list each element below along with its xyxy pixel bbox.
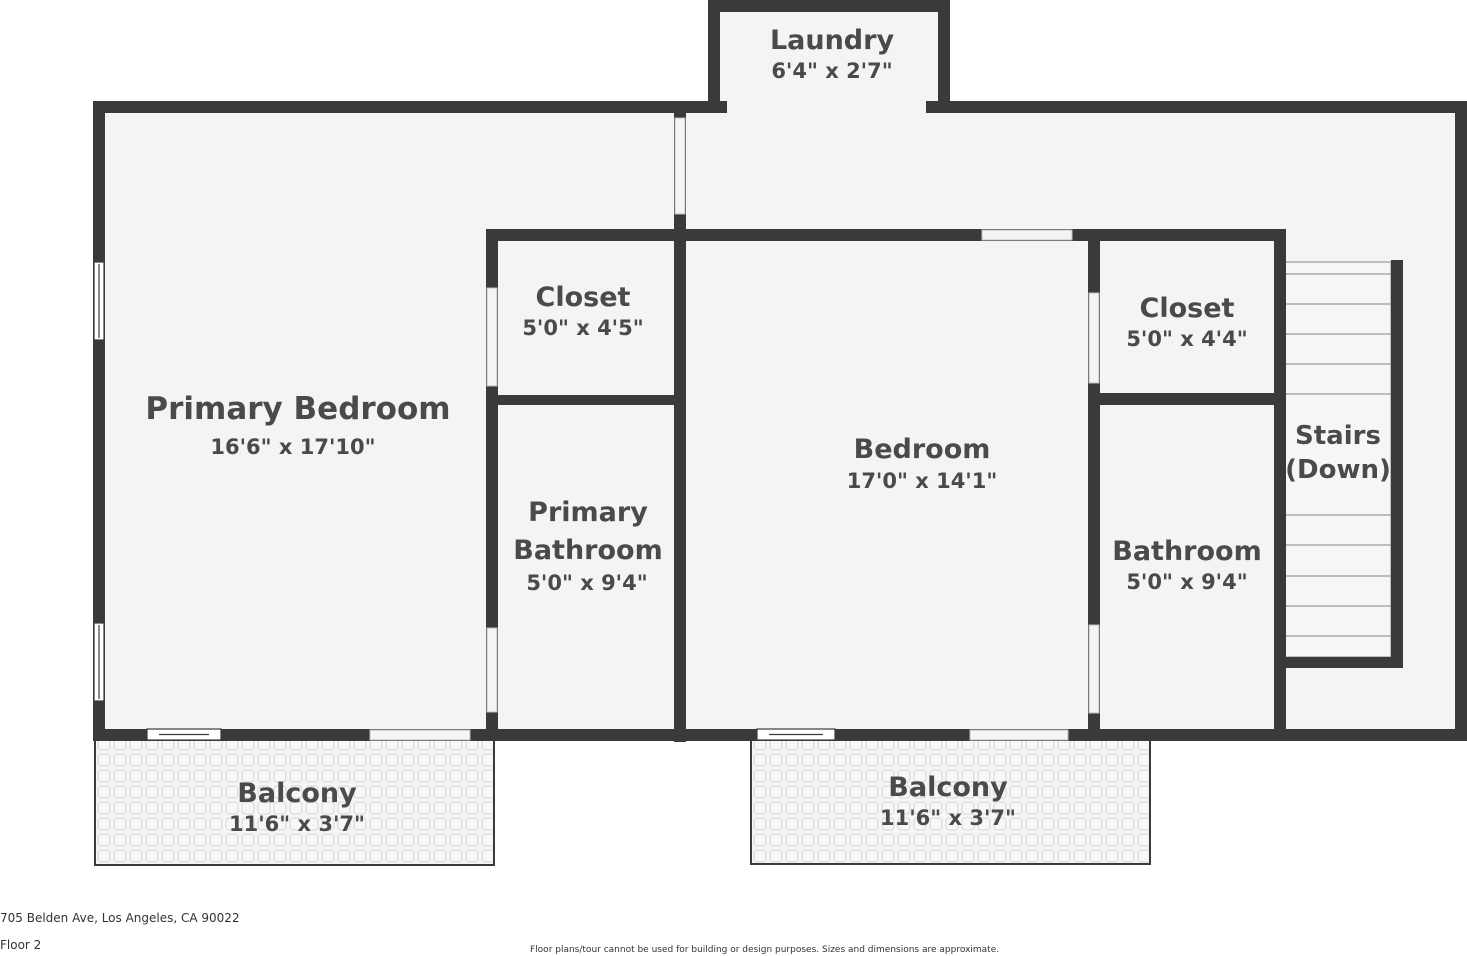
bathroom-label: Bathroom (1112, 536, 1261, 567)
windows (93, 261, 836, 741)
balcony-left-floor (94, 739, 495, 866)
balcony-left-label: Balcony (237, 778, 357, 809)
primary-bathroom-dims: 5'0" x 9'4" (526, 571, 647, 595)
closet-right-label: Closet (1140, 293, 1235, 324)
primary-bedroom-label: Primary Bedroom (145, 391, 450, 427)
floor-laundry (714, 8, 944, 113)
bedroom-label: Bedroom (854, 434, 991, 465)
balcony-right-label: Balcony (888, 772, 1008, 803)
floor-main (100, 107, 1460, 735)
door-openings (369, 117, 1100, 741)
disclaimer-text: Floor plans/tour cannot be used for buil… (530, 945, 1000, 955)
laundry-dims: 6'4" x 2'7" (771, 59, 892, 83)
stairs-label-2: (Down) (1285, 455, 1391, 485)
primary-bathroom-label-2: Bathroom (513, 535, 662, 566)
stairs-label-1: Stairs (1295, 421, 1381, 451)
primary-bathroom-label-1: Primary (528, 497, 648, 528)
balcony-right-floor (750, 739, 1151, 865)
closet-left-label: Closet (536, 282, 631, 313)
stairs-treads (1284, 261, 1392, 658)
bathroom-dims: 5'0" x 9'4" (1126, 570, 1247, 594)
closet-right-dims: 5'0" x 4'4" (1126, 327, 1247, 351)
closet-left-dims: 5'0" x 4'5" (522, 316, 643, 340)
laundry-label: Laundry (770, 25, 895, 56)
bedroom-dims: 17'0" x 14'1" (847, 469, 998, 493)
floor-label: Floor 2 (0, 938, 42, 952)
primary-bedroom-dims: 16'6" x 17'10" (210, 435, 375, 459)
address-text: 705 Belden Ave, Los Angeles, CA 90022 (0, 911, 240, 925)
balcony-left-dims: 11'6" x 3'7" (229, 812, 365, 836)
balcony-right-dims: 11'6" x 3'7" (880, 806, 1016, 830)
